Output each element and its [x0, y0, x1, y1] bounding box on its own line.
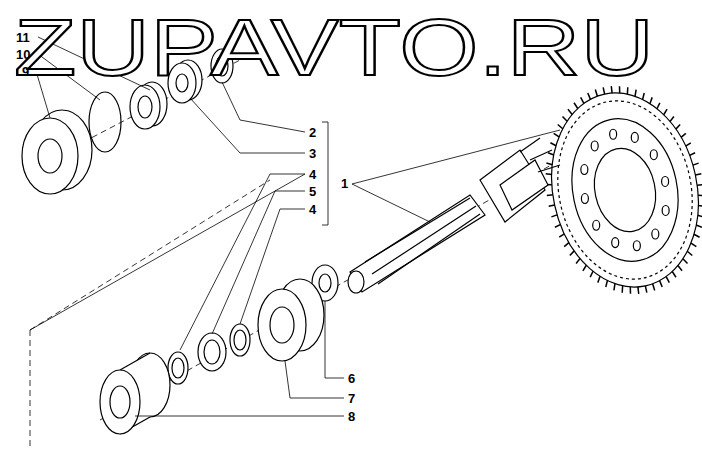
bolt-hole	[593, 220, 600, 230]
cover	[22, 110, 92, 194]
callout-number: 8	[348, 410, 355, 423]
gear-tooth	[606, 281, 608, 288]
bolt-hole	[591, 141, 598, 151]
bolt-hole	[631, 132, 638, 142]
gear-tooth	[691, 243, 696, 247]
gear-tooth	[559, 234, 564, 237]
callout-number: 9	[22, 65, 29, 78]
bolt-hole	[662, 176, 669, 186]
callout-number: 5	[309, 185, 316, 198]
gear-tooth	[643, 93, 645, 100]
gear-tooth	[660, 281, 663, 287]
bolt-hole	[581, 165, 588, 175]
gear-tooth	[588, 93, 591, 99]
bolt-hole	[650, 150, 657, 160]
bolt-hole	[633, 241, 640, 251]
gear-tooth	[562, 116, 567, 121]
gear-tooth	[547, 194, 553, 196]
gear-tooth	[695, 174, 701, 175]
bearing	[258, 279, 324, 361]
gear-tooth	[574, 103, 578, 109]
bolt-hole	[652, 229, 659, 239]
gear-tooth	[581, 97, 584, 103]
spacer-ring	[168, 324, 250, 384]
gear-tooth	[555, 225, 560, 228]
callout-number: 4	[309, 168, 316, 181]
gear-tooth	[664, 109, 667, 115]
bolt-hole	[610, 129, 617, 139]
callout-number: 7	[348, 392, 355, 405]
gear-tooth	[698, 195, 702, 197]
o-ring	[89, 92, 121, 152]
gear-tooth	[595, 90, 597, 97]
gear-tooth	[681, 133, 686, 137]
gear-tooth	[676, 125, 680, 130]
gear-tooth	[570, 251, 574, 256]
gear-tooth	[550, 143, 556, 146]
gear-tooth	[670, 117, 674, 122]
gear-tooth	[694, 234, 700, 237]
gear-tooth	[630, 287, 632, 294]
gear-tooth	[590, 271, 593, 277]
gear-tooth	[576, 258, 580, 263]
pinion-shaft	[348, 138, 560, 293]
gear-tooth	[548, 153, 554, 155]
bolt-hole	[662, 205, 669, 215]
gear-tooth	[657, 103, 660, 109]
gear-tooth	[672, 271, 676, 277]
gear-tooth	[637, 287, 639, 294]
gear-tooth	[564, 243, 569, 247]
gear-tooth	[546, 173, 552, 175]
gear-tooth	[653, 284, 655, 291]
bolt-hole	[612, 238, 619, 248]
gear-tooth	[687, 251, 692, 255]
gear-tooth	[683, 259, 688, 264]
gear-tooth	[603, 87, 604, 94]
gear-tooth	[551, 215, 557, 217]
gear-tooth	[598, 276, 600, 282]
gear-teeth	[546, 86, 702, 294]
callout-number: 1	[341, 177, 348, 190]
leader-line	[30, 37, 560, 416]
gear-tooth	[696, 225, 702, 227]
gear-tooth	[693, 163, 699, 165]
gear-tooth	[621, 286, 623, 293]
gear-tooth	[686, 143, 691, 146]
gear-tooth	[698, 215, 702, 217]
gear-tooth	[697, 184, 702, 186]
callout-number: 2	[309, 126, 316, 139]
gear-tooth	[627, 87, 629, 94]
callout-number: 11	[16, 31, 30, 44]
gear-tooth	[549, 205, 555, 206]
gear-tooth	[614, 284, 615, 291]
watermark: ZUPAVTO.RU	[14, 8, 654, 88]
ring-gear	[534, 79, 702, 301]
gear-tooth	[650, 97, 652, 103]
gear-tooth	[568, 109, 572, 114]
gear-tooth	[635, 90, 636, 97]
gear-tooth	[678, 266, 682, 271]
axis-line	[30, 60, 560, 450]
roller-bearing	[100, 353, 170, 434]
bolt-hole	[581, 194, 588, 204]
gear-tooth	[698, 205, 702, 207]
gear-tooth	[546, 163, 552, 165]
callout-number: 6	[348, 372, 355, 385]
bolt-holes	[581, 129, 669, 251]
callout-number: 3	[309, 147, 316, 160]
gear-tooth	[666, 277, 669, 283]
gear-tooth	[690, 153, 695, 156]
gear-tooth	[645, 286, 646, 293]
gear-tooth	[558, 125, 563, 129]
gear-tooth	[583, 265, 586, 271]
callout-number: 4	[309, 203, 316, 216]
gear-tooth	[554, 133, 559, 137]
callout-number: 10	[16, 48, 30, 61]
